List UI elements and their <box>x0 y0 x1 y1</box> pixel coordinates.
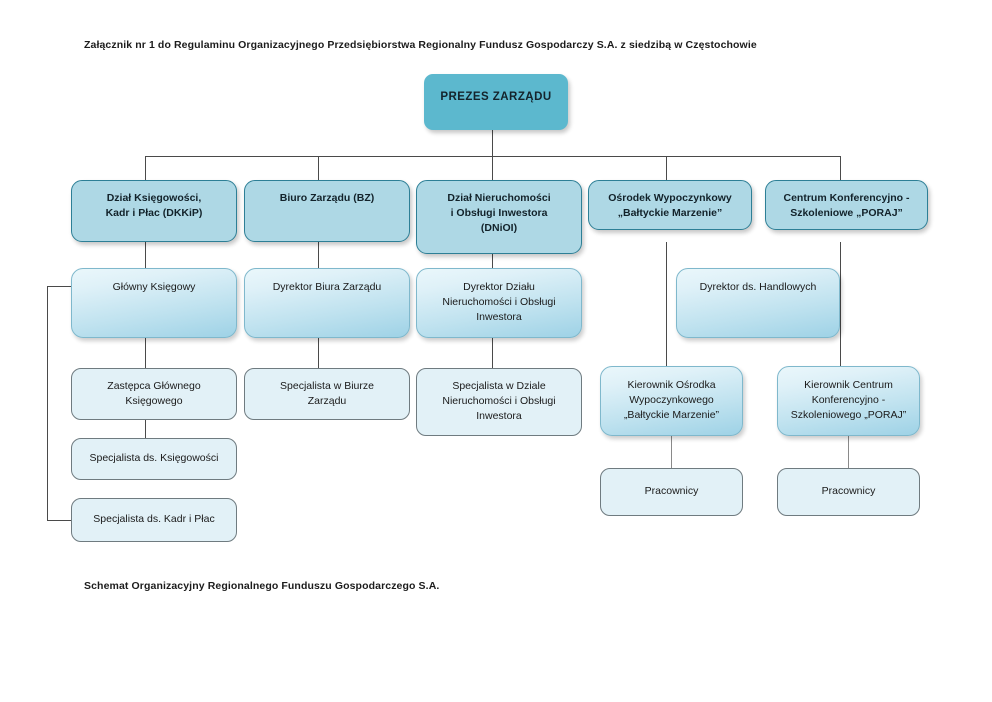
node-label: PREZES ZARZĄDU <box>440 91 552 103</box>
connector-glowny-ksiegowy-to-zastepca <box>145 338 146 368</box>
node-label-line1: Kierownik Ośrodka <box>627 379 716 391</box>
node-label-line1: Biuro Zarządu (BZ) <box>279 192 375 204</box>
node-label-line2: Szkoleniowe „PORAJ” <box>790 207 903 220</box>
node-kierownik-osrodka[interactable]: Kierownik Ośrodka Wypoczynkowego „Bałtyc… <box>600 366 743 436</box>
node-pracownicy-centrum[interactable]: Pracownicy <box>777 468 920 516</box>
node-label-line2: „Bałtyckie Marzenie” <box>617 207 723 220</box>
node-specjalista-ds-kadr-i-plac[interactable]: Specjalista ds. Kadr i Płac <box>71 498 237 542</box>
node-dyrektor-biura-zarzadu[interactable]: Dyrektor Biura Zarządu <box>244 268 410 338</box>
node-zastepca-glownego-ksiegowego[interactable]: Zastępca Głównego Księgowego <box>71 368 237 420</box>
connector-kier-osrodek-to-pracownicy <box>671 436 672 468</box>
node-label-line2: Wypoczynkowego <box>629 394 714 407</box>
connector-osrodek-to-dyr-handlowy <box>666 242 667 268</box>
node-dkkip[interactable]: Dział Księgowości, Kadr i Płac (DKKiP) <box>71 180 237 242</box>
node-label-line3: „Bałtyckie Marzenie” <box>623 409 720 422</box>
node-label-line1: Ośrodek Wypoczynkowy <box>608 192 732 204</box>
connector-bus-to-bz <box>318 156 319 180</box>
node-label-line1: Specjalista ds. Księgowości <box>89 452 219 465</box>
node-label-line1: Specjalista w Dziale <box>452 380 546 392</box>
connector-dyr-dnioi-to-spec-dnioi <box>492 338 493 368</box>
node-specjalista-w-dziale-nieruchomosci[interactable]: Specjalista w Dziale Nieruchomości i Obs… <box>416 368 582 436</box>
node-dyrektor-dzialu-nieruchomosci[interactable]: Dyrektor Działu Nieruchomości i Obsługi … <box>416 268 582 338</box>
connector-bz-to-dyr-biura <box>318 242 319 268</box>
node-label-line1: Dział Księgowości, <box>106 192 202 204</box>
connector-osrodek-to-kierownik <box>666 242 667 366</box>
node-label-line1: Specjalista ds. Kadr i Płac <box>93 513 215 526</box>
connector-zastepca-to-spec-ksiegowosc <box>145 420 146 438</box>
connector-left-into-spec-kadry <box>47 520 73 521</box>
connector-bus-to-centrum <box>840 156 841 180</box>
node-label-line3: (DNiOI) <box>480 222 518 235</box>
node-label-line2: Konferencyjno - <box>811 394 886 407</box>
node-specjalista-ds-ksiegowosci[interactable]: Specjalista ds. Księgowości <box>71 438 237 480</box>
node-label-line2: i Obsługi Inwestora <box>450 207 548 220</box>
node-dyrektor-ds-handlowych[interactable]: Dyrektor ds. Handlowych <box>676 268 840 338</box>
node-dnioi[interactable]: Dział Nieruchomości i Obsługi Inwestora … <box>416 180 582 254</box>
node-label-line1: Centrum Konferencyjno - <box>783 192 910 204</box>
connector-centrum-to-dyr-handlowy <box>840 242 841 268</box>
connector-dyr-biura-to-spec-biuro <box>318 338 319 368</box>
connector-dnioi-to-dyr-dnioi <box>492 254 493 268</box>
connector-glowny-ksiegowy-left-out <box>47 286 73 287</box>
node-label-line1: Dyrektor ds. Handlowych <box>699 281 817 293</box>
node-label-line1: Dyrektor Działu <box>463 281 535 293</box>
node-glowny-ksiegowy[interactable]: Główny Księgowy <box>71 268 237 338</box>
connector-bus-to-dkkip <box>145 156 146 180</box>
connector-prezes-stem <box>492 130 493 156</box>
node-label-line2: Księgowego <box>125 395 183 408</box>
connector-centrum-to-kierownik <box>840 242 841 366</box>
connector-left-riser <box>47 286 48 520</box>
node-prezes-zarzadu[interactable]: PREZES ZARZĄDU <box>424 74 568 130</box>
node-centrum-konferencyjne[interactable]: Centrum Konferencyjno - Szkoleniowe „POR… <box>765 180 928 230</box>
node-label-line1: Pracownicy <box>644 485 699 498</box>
document-footer-caption: Schemat Organizacyjny Regionalnego Fundu… <box>84 580 440 592</box>
node-pracownicy-osrodek[interactable]: Pracownicy <box>600 468 743 516</box>
node-specjalista-w-biurze-zarzadu[interactable]: Specjalista w Biurze Zarządu <box>244 368 410 420</box>
node-label-line2: Nieruchomości i Obsługi <box>442 395 556 408</box>
node-label-line1: Pracownicy <box>821 485 876 498</box>
connector-dkkip-to-glowny-ksiegowy <box>145 242 146 268</box>
node-label-line2: Kadr i Płac (DKKiP) <box>105 207 203 220</box>
node-biuro-zarzadu[interactable]: Biuro Zarządu (BZ) <box>244 180 410 242</box>
node-label-line1: Zastępca Głównego <box>107 380 201 392</box>
node-label-line1: Dyrektor Biura Zarządu <box>272 281 382 293</box>
node-label-line1: Kierownik Centrum <box>804 379 893 391</box>
node-label-line1: Główny Księgowy <box>112 281 196 293</box>
connector-kier-centrum-to-pracownicy <box>848 436 849 468</box>
node-label-line2: Nieruchomości i Obsługi <box>442 296 556 309</box>
node-label-line3: Szkoleniowego „PORAJ” <box>790 409 907 422</box>
connector-bus-to-dnioi <box>492 156 493 180</box>
node-label-line3: Inwestora <box>476 410 522 423</box>
document-header-text: Załącznik nr 1 do Regulaminu Organizacyj… <box>84 39 757 51</box>
connector-bus-to-osrodek <box>666 156 667 180</box>
node-label-line2: Zarządu <box>307 395 347 408</box>
node-kierownik-centrum[interactable]: Kierownik Centrum Konferencyjno - Szkole… <box>777 366 920 436</box>
node-label-line3: Inwestora <box>476 311 522 324</box>
node-osrodek-wypoczynkowy[interactable]: Ośrodek Wypoczynkowy „Bałtyckie Marzenie… <box>588 180 752 230</box>
node-label-line1: Specjalista w Biurze <box>280 380 374 392</box>
node-label-line1: Dział Nieruchomości <box>447 192 551 204</box>
